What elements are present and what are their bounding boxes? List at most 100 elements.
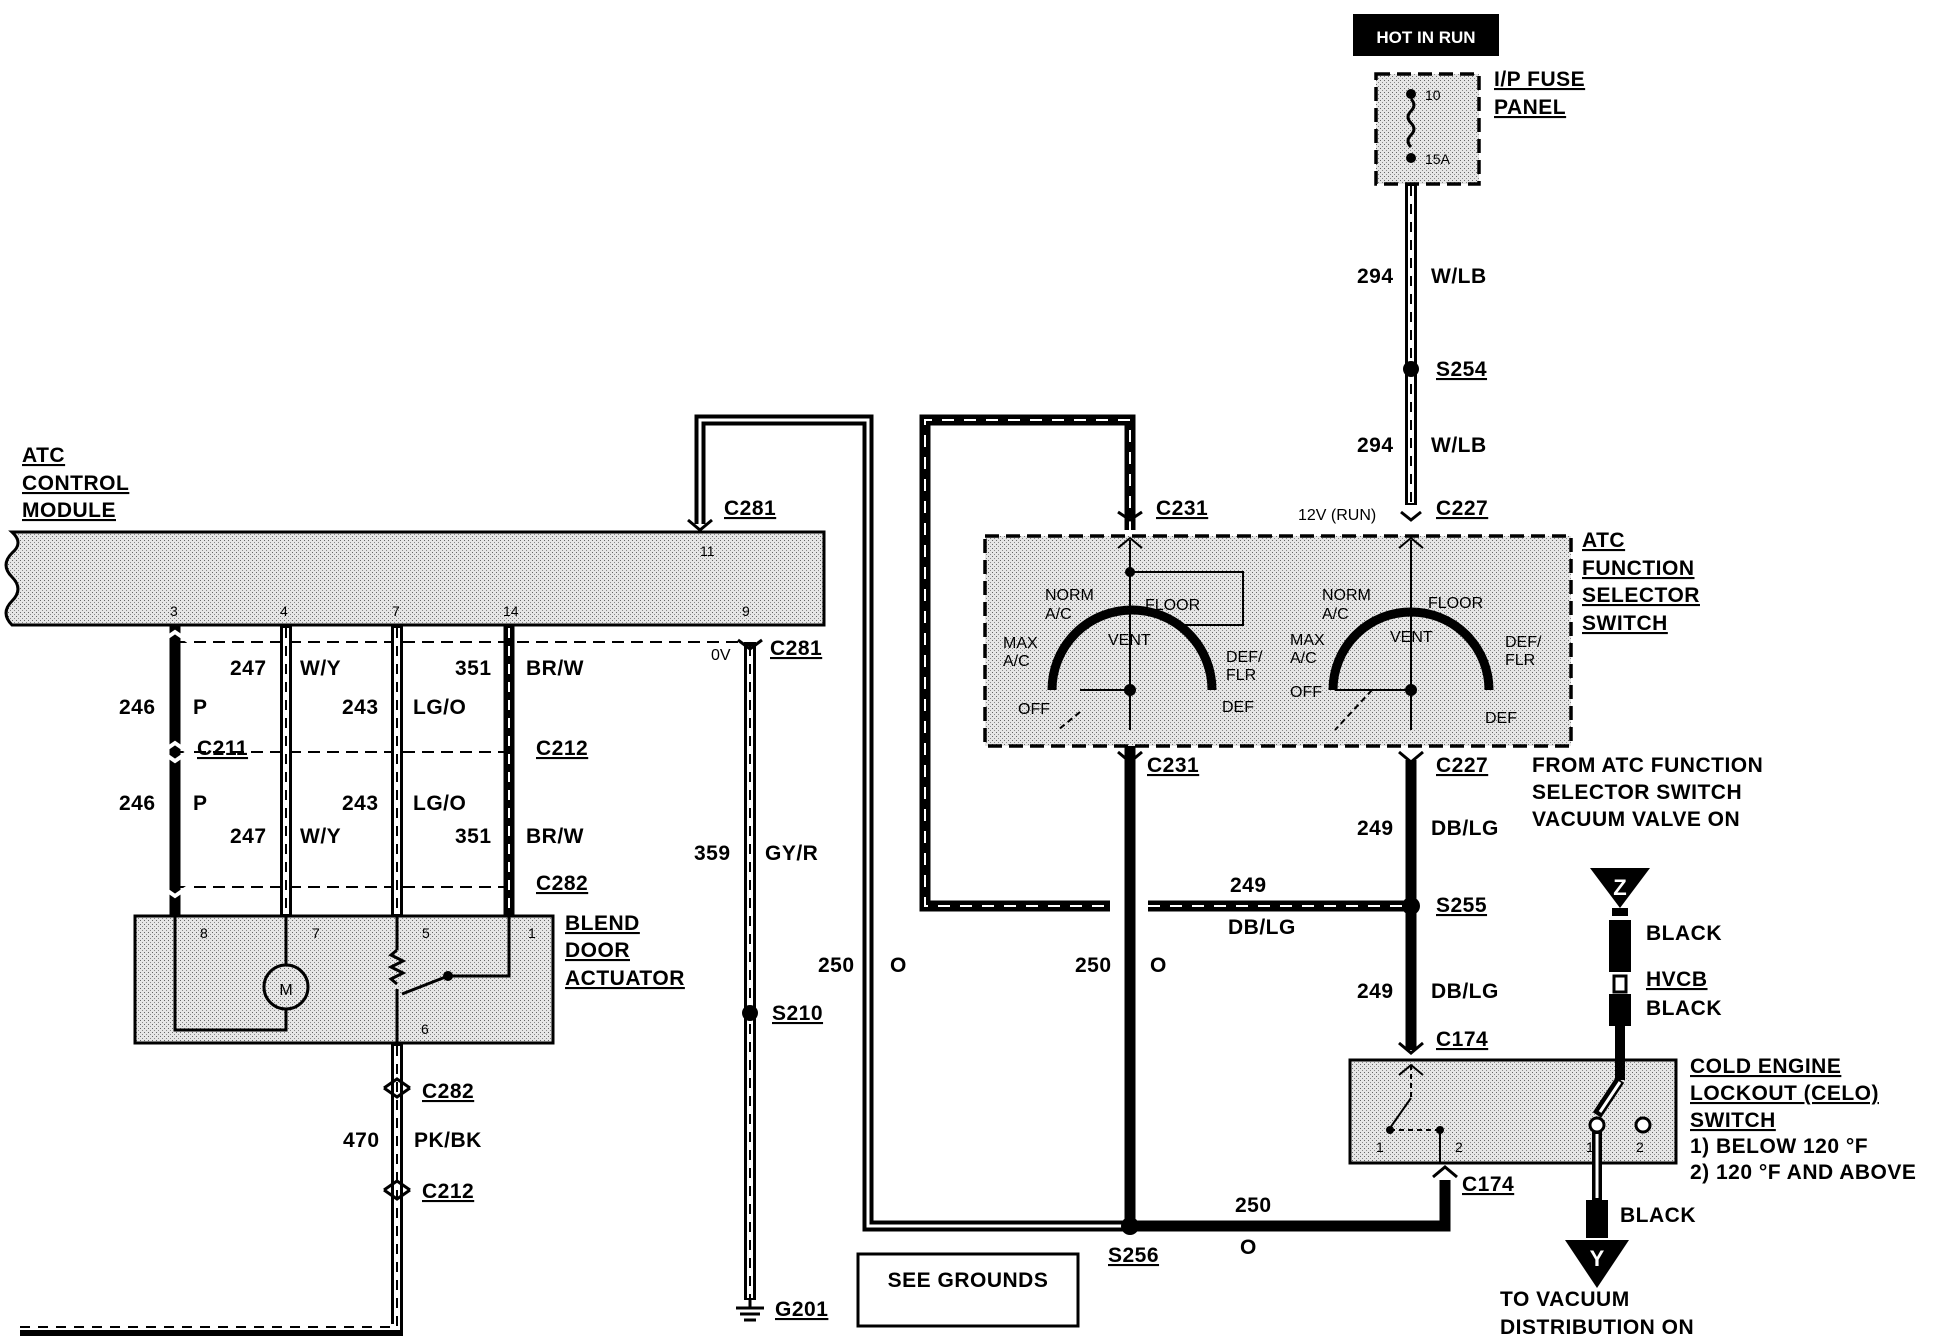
c281-top-pin bbox=[687, 518, 713, 532]
right-floor: FLOOR bbox=[1428, 595, 1483, 612]
right-selector-dial bbox=[1328, 536, 1494, 731]
splice-s255 bbox=[1402, 897, 1420, 915]
wire-359-color: GY/R bbox=[765, 842, 818, 865]
connector-c281-top: C281 bbox=[724, 497, 776, 520]
see-grounds-box bbox=[856, 1252, 1080, 1328]
function-switch-title-3: SELECTOR bbox=[1582, 584, 1700, 607]
wire-249-num-a: 249 bbox=[1357, 817, 1394, 840]
celo-pin-2-left: 2 bbox=[1455, 1139, 1463, 1155]
hvcb-label: HVCB bbox=[1646, 968, 1708, 991]
splice-s210-label: S210 bbox=[772, 1002, 823, 1025]
motor-symbol: M bbox=[173, 916, 310, 1032]
wire-250-color-c: O bbox=[1240, 1236, 1257, 1259]
c231-top-pin bbox=[1117, 510, 1143, 522]
atc-pin-3: 3 bbox=[170, 603, 178, 619]
atc-module-title-2: CONTROL bbox=[22, 472, 129, 495]
wire-294-num-b: 294 bbox=[1357, 434, 1394, 457]
left-max-ac-2: A/C bbox=[1003, 653, 1030, 670]
fuse-panel-title-1: I/P FUSE bbox=[1494, 68, 1585, 91]
wire-470-num: 470 bbox=[343, 1129, 380, 1152]
connector-c174-bottom: C174 bbox=[1462, 1173, 1514, 1196]
connector-c227-bottom: C227 bbox=[1436, 754, 1488, 777]
wire-250-num-b: 250 bbox=[1075, 954, 1112, 977]
fuse-panel-title-2: PANEL bbox=[1494, 96, 1566, 119]
vacuum-destination-1: TO VACUUM bbox=[1500, 1288, 1630, 1311]
right-max-ac-2: A/C bbox=[1290, 650, 1317, 667]
atc-pin-4: 4 bbox=[280, 603, 288, 619]
blend-door-title-3: ACTUATOR bbox=[565, 967, 685, 990]
function-switch-title-4: SWITCH bbox=[1582, 612, 1668, 635]
connector-c212-a: C212 bbox=[536, 737, 588, 760]
wire-250-num-c: 250 bbox=[1235, 1194, 1272, 1217]
wire-247-num-a: 247 bbox=[230, 657, 267, 680]
from-note-2: SELECTOR SWITCH bbox=[1532, 781, 1742, 804]
splice-s210 bbox=[742, 1005, 758, 1021]
voltage-0v: 0V bbox=[711, 647, 731, 664]
c174-bottom-pin bbox=[1432, 1165, 1458, 1179]
celo-electrical-contacts bbox=[1386, 1063, 1444, 1163]
vacuum-hose bbox=[1565, 868, 1652, 1288]
celo-pin-1-right: 1 bbox=[1586, 1139, 1594, 1155]
wire-246-num-a: 246 bbox=[119, 696, 156, 719]
hot-in-run-label: HOT IN RUN bbox=[1376, 28, 1475, 47]
atc-pin-14: 14 bbox=[503, 603, 519, 619]
wire-470-color: PK/BK bbox=[414, 1129, 482, 1152]
blend-door-actuator-box bbox=[133, 914, 555, 1045]
left-selector-dial bbox=[1047, 536, 1244, 731]
wire-294-num-a: 294 bbox=[1357, 265, 1394, 288]
connector-c227-top: C227 bbox=[1436, 497, 1488, 520]
wire-249-num-c: 249 bbox=[1357, 980, 1394, 1003]
celo-title-3: SWITCH bbox=[1690, 1109, 1776, 1132]
fuse-rating: 15A bbox=[1425, 151, 1451, 167]
wire-249-color-b: DB/LG bbox=[1228, 916, 1296, 939]
celo-pin-1-left: 1 bbox=[1376, 1139, 1384, 1155]
left-norm-ac-2: A/C bbox=[1045, 606, 1072, 623]
hose-color-c: BLACK bbox=[1620, 1204, 1696, 1227]
atc-pin-11: 11 bbox=[700, 543, 715, 559]
wire-250 bbox=[694, 414, 1451, 1232]
blend-pin-8: 8 bbox=[200, 925, 208, 941]
atc-pin-9: 9 bbox=[742, 603, 750, 619]
wire-250-num-a: 250 bbox=[818, 954, 855, 977]
atc-module-title-1: ATC bbox=[22, 444, 65, 467]
fuse-panel-box bbox=[1374, 72, 1481, 186]
right-vent: VENT bbox=[1390, 629, 1433, 646]
left-def-flr-1: DEF/ bbox=[1226, 649, 1263, 666]
blend-door-title-1: BLEND bbox=[565, 912, 640, 935]
wire-249-loop bbox=[919, 414, 1415, 912]
wire-250-color-a: O bbox=[890, 954, 907, 977]
celo-note-1: 1) BELOW 120 °F bbox=[1690, 1135, 1868, 1158]
ground-icon bbox=[736, 1300, 764, 1322]
connector-c211: C211 bbox=[197, 737, 248, 760]
hose-color-b: BLACK bbox=[1646, 997, 1722, 1020]
vacuum-destination-2: DISTRIBUTION ON bbox=[1500, 1316, 1694, 1339]
splice-s256-label: S256 bbox=[1108, 1244, 1159, 1267]
left-def: DEF bbox=[1222, 699, 1254, 716]
right-norm-ac-2: A/C bbox=[1322, 606, 1349, 623]
wire-294-color-b: W/LB bbox=[1431, 434, 1487, 457]
c227-top-pin bbox=[1400, 510, 1422, 522]
c231-bottom-pin bbox=[1117, 750, 1143, 764]
function-switch-title-1: ATC bbox=[1582, 529, 1625, 552]
wire-294-color-a: W/LB bbox=[1431, 265, 1487, 288]
atc-pin-7: 7 bbox=[392, 603, 400, 619]
fuse-icon bbox=[1406, 89, 1416, 163]
left-max-ac-1: MAX bbox=[1003, 635, 1038, 652]
from-note-1: FROM ATC FUNCTION bbox=[1532, 754, 1763, 777]
celo-note-2: 2) 120 °F AND ABOVE bbox=[1690, 1161, 1916, 1184]
ground-g201-label: G201 bbox=[775, 1298, 828, 1321]
connector-c174-top: C174 bbox=[1436, 1028, 1488, 1051]
right-def-flr-1: DEF/ bbox=[1505, 634, 1542, 651]
splice-s255-label: S255 bbox=[1436, 894, 1487, 917]
wire-249-num-b: 249 bbox=[1230, 874, 1267, 897]
hose-color-a: BLACK bbox=[1646, 922, 1722, 945]
potentiometer-symbol bbox=[387, 916, 511, 1043]
wire-351-color-b: BR/W bbox=[526, 825, 584, 848]
wire-243-num-a: 243 bbox=[342, 696, 379, 719]
z-marker: Z bbox=[1613, 875, 1626, 900]
celo-title-1: COLD ENGINE bbox=[1690, 1055, 1841, 1078]
atc-control-module-box bbox=[4, 530, 826, 627]
wire-250-color-b: O bbox=[1150, 954, 1167, 977]
left-floor: FLOOR bbox=[1145, 597, 1200, 614]
